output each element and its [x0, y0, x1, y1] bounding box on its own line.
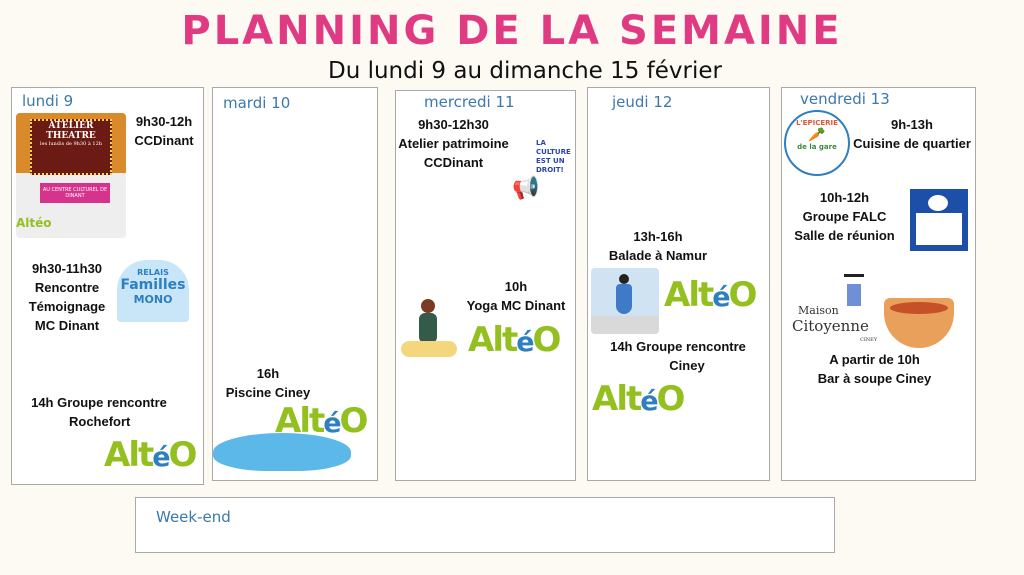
day-column-mardi: mardi 10 16h Piscine Ciney AltéO: [212, 87, 378, 481]
logo-text: CINEY: [860, 337, 878, 343]
logo-text: Familles: [120, 277, 186, 293]
day-label: mardi 10: [223, 94, 291, 112]
logo-text: LA CULTURE EST UN DROIT!: [536, 139, 571, 174]
page-title: PLANNING DE LA SEMAINE: [181, 8, 843, 54]
alteo-logo: AltéO: [592, 379, 685, 419]
epicerie-logo: L'EPICERIE 🥕 de la gare: [784, 110, 850, 176]
logo-text: de la gare: [797, 143, 837, 151]
event-text: Salle de réunion: [794, 228, 895, 243]
event-time: 9h-13h: [891, 117, 933, 132]
day-column-jeudi: jeudi 12 13h-16h Balade à Namur AltéO 14…: [587, 87, 770, 481]
event-place: CCDinant: [134, 133, 194, 148]
day-column-mercredi: mercredi 11 9h30-12h30 Atelier patrimoin…: [395, 90, 576, 481]
event-time: A partir de 10h: [829, 352, 920, 367]
event-text: Bar à soupe Ciney: [817, 371, 932, 386]
event-lundi-1: 9h30-12h CCDinant: [124, 112, 204, 150]
event-vendredi-1: 9h-13h Cuisine de quartier: [848, 115, 976, 153]
poster-text: ATELIER: [48, 121, 94, 131]
event-text: Yoga MC Dinant: [466, 298, 566, 313]
day-column-vendredi: vendredi 13 L'EPICERIE 🥕 de la gare 9h-1…: [781, 87, 976, 481]
event-place: Piscine Ciney: [225, 385, 311, 400]
event-text: CCDinant: [423, 155, 484, 170]
walking-woman-illustration: [591, 268, 659, 334]
event-time: 9h30-12h30: [418, 117, 489, 132]
poster-text: les lundis de 9h30 à 12h: [40, 141, 102, 147]
event-text: Ciney: [669, 358, 705, 373]
atelier-theatre-poster: ATELIER THEATRE les lundis de 9h30 à 12h…: [16, 113, 126, 238]
poster-text: AU CENTRE CULTUREL DE DINANT: [40, 183, 110, 203]
event-text: 14h Groupe rencontre: [610, 339, 746, 354]
megaphone-culture-icon: LA CULTURE EST UN DROIT! 📢: [512, 139, 574, 205]
event-lundi-3: 14h Groupe rencontre Rochefort: [14, 393, 184, 431]
event-lundi-2: 9h30-11h30 Rencontre Témoignage MC Dinan…: [17, 259, 117, 335]
day-label: vendredi 13: [800, 90, 890, 108]
event-time: 13h-16h: [633, 229, 683, 244]
day-label: jeudi 12: [612, 93, 673, 111]
logo-text: RELAIS: [137, 268, 169, 277]
weekend-label: Week-end: [156, 508, 231, 526]
event-vendredi-3: A partir de 10h Bar à soupe Ciney: [802, 350, 947, 388]
poster-text: THEATRE: [46, 131, 96, 141]
event-time: 16h: [256, 366, 280, 381]
event-jeudi-1: 13h-16h Balade à Namur: [588, 227, 728, 265]
falc-reading-icon: [910, 189, 968, 251]
swimmer-illustration: [213, 433, 351, 471]
day-label: lundi 9: [22, 92, 74, 110]
event-text: Atelier patrimoine: [398, 136, 509, 151]
weekend-box: Week-end: [135, 497, 835, 553]
event-jeudi-2: 14h Groupe rencontre Ciney: [598, 337, 758, 375]
event-time: 9h30-12h: [135, 114, 193, 129]
page-subtitle: Du lundi 9 au dimanche 15 février: [327, 58, 722, 84]
alteo-logo: AltéO: [664, 275, 757, 315]
alteo-logo: AltéO: [104, 435, 197, 475]
event-text: Rencontre: [34, 280, 100, 295]
logo-text: MONO: [133, 293, 173, 306]
logo-text: Citoyenne: [792, 317, 869, 335]
yoga-illustration: [401, 295, 457, 367]
alteo-logo: AltéO: [468, 320, 561, 360]
alteo-logo: AltéO: [275, 401, 368, 441]
event-text: MC Dinant: [34, 318, 100, 333]
event-text: Groupe FALC: [802, 209, 887, 224]
logo-text: Maison: [798, 304, 839, 317]
maison-citoyenne-logo: Maison Citoyenne CINEY: [790, 274, 882, 346]
day-column-lundi: lundi 9 ATELIER THEATRE les lundis de 9h…: [11, 87, 204, 485]
event-text: Cuisine de quartier: [853, 136, 971, 151]
event-time: 9h30-11h30: [31, 261, 103, 276]
event-mercredi-1: 9h30-12h30 Atelier patrimoine CCDinant: [396, 115, 511, 172]
event-mercredi-2: 10h Yoga MC Dinant: [456, 277, 576, 315]
logo-text: L'EPICERIE: [796, 119, 838, 127]
event-time: 10h: [504, 279, 528, 294]
event-mardi-1: 16h Piscine Ciney: [213, 364, 323, 402]
relais-familles-logo: RELAIS Familles MONO: [117, 260, 189, 322]
event-text: Balade à Namur: [608, 248, 708, 263]
event-text: 14h Groupe rencontre: [31, 395, 167, 410]
day-label: mercredi 11: [424, 93, 515, 111]
soup-bowl-icon: [884, 298, 954, 348]
event-text: Témoignage: [28, 299, 106, 314]
event-text: Rochefort: [69, 414, 131, 429]
event-time: 10h-12h: [819, 190, 870, 205]
event-vendredi-2: 10h-12h Groupe FALC Salle de réunion: [782, 188, 907, 245]
